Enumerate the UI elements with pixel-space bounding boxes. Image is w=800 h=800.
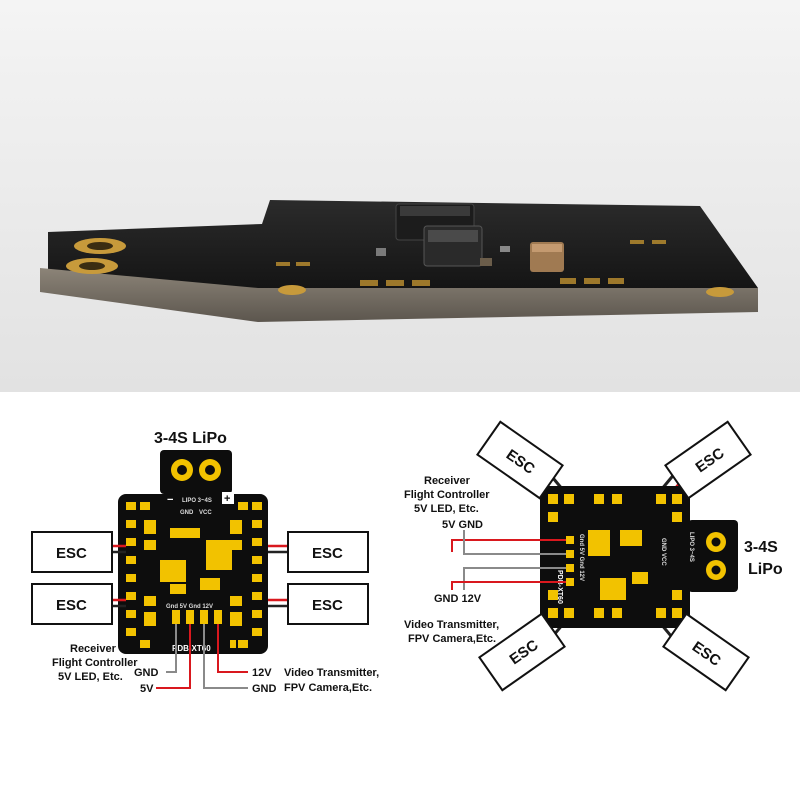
left-pcb-pads [126, 502, 262, 648]
esc-label: ESC [312, 597, 343, 614]
left-wire-12v-label: 12V [252, 667, 272, 679]
left-note-line3: 5V LED, Etc. [58, 671, 123, 683]
edge-pad-2 [706, 287, 734, 297]
left-wire-gnd-label: GND [134, 667, 159, 679]
left-note-line1: Receiver [70, 643, 117, 655]
right-top-wire-label: 5V GND [442, 519, 483, 531]
left-esc-box-3: ESC [287, 531, 369, 573]
right-side-wires [451, 530, 566, 590]
right-bottom-note-line2: FPV Camera,Etc. [408, 633, 496, 645]
esc-label: ESC [56, 597, 87, 614]
right-silk-model: PDB-XT60 [556, 570, 563, 604]
right-battery-label-line2: LiPo [748, 561, 783, 578]
left-battery-tab [160, 450, 232, 494]
right-top-note-line2: Flight Controller [404, 489, 490, 501]
esc-label: ESC [312, 545, 343, 562]
esc-pads-row [276, 240, 666, 286]
right-silk-bottom: Gnd 5V Gnd 12V [578, 534, 584, 581]
left-silk-battery: LIPO 3~4S [182, 498, 212, 504]
left-diagram: 3-4S LiPo LIPO 3~4S − + GND VCC [31, 430, 379, 695]
left-esc-box-1: ESC [31, 531, 113, 573]
left-note-line2: Flight Controller [52, 657, 138, 669]
board-side-photo [0, 0, 800, 392]
left-silk-minus: − [167, 494, 173, 506]
right-battery-label-line1: 3-4S [744, 539, 778, 556]
left-esc-box-4: ESC [287, 583, 369, 625]
left-pcb [118, 494, 268, 654]
left-battery-label: 3-4S LiPo [154, 430, 227, 447]
left-silk-plus: + [224, 493, 230, 505]
right-diagram: 3-4S LiPo PDB-XT60 LIPO 3~4S GND VCC Gnd… [404, 420, 783, 692]
left-silk-vcc: VCC [199, 510, 212, 516]
photo-background [0, 0, 800, 392]
left-esc-wires-left [112, 544, 288, 608]
left-bottom-wires [156, 624, 248, 689]
right-top-note-line3: 5V LED, Etc. [414, 503, 479, 515]
right-pcb [540, 486, 690, 628]
right-esc-box-3: ESC [478, 612, 566, 692]
left-esc-box-2: ESC [31, 583, 113, 625]
left-silk-gnd: GND [180, 510, 194, 516]
left-silk-bottom: Gnd 5V Gnd 12V [166, 604, 213, 610]
right-pcb-pads [548, 494, 682, 618]
right-esc-box-1: ESC [476, 420, 564, 500]
right-top-note-line1: Receiver [424, 475, 471, 487]
esc-label: ESC [56, 545, 87, 562]
right-bottom-note-line1: Video Transmitter, [404, 619, 499, 631]
right-note-line2: FPV Camera,Etc. [284, 682, 372, 694]
edge-pad-1 [278, 285, 306, 295]
left-silk-model: PDB-XT60 [172, 644, 211, 653]
board-top-surface [48, 200, 758, 298]
right-silk-battery: LIPO 3~4S [688, 532, 694, 562]
right-esc-box-4: ESC [662, 612, 750, 692]
right-esc-box-2: ESC [664, 420, 752, 500]
right-note-line1: Video Transmitter, [284, 667, 379, 679]
right-battery-tab [688, 520, 738, 592]
left-wire-5v-label: 5V [140, 683, 154, 695]
board-edge [40, 268, 758, 322]
left-wire-gnd2-label: GND [252, 683, 277, 695]
right-bottom-wire-label: GND 12V [434, 593, 482, 605]
wiring-diagrams: 3-4S LiPo LIPO 3~4S − + GND VCC [31, 420, 783, 695]
right-silk-side: GND VCC [660, 538, 666, 566]
